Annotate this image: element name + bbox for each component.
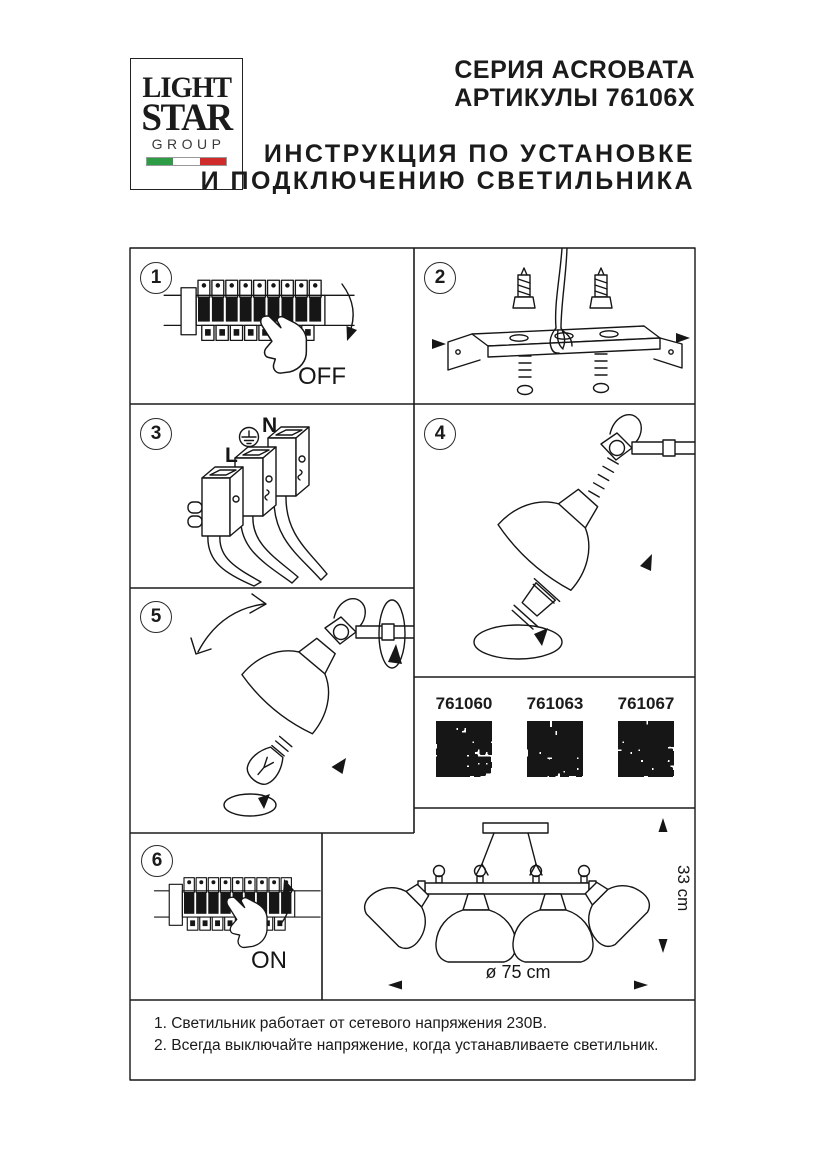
turn-off-arrowhead bbox=[346, 326, 357, 341]
document-title: СЕРИЯ ACROBATA АРТИКУЛЫ 76106X bbox=[454, 56, 695, 112]
hanger-loops bbox=[432, 864, 591, 884]
step-4-number: 4 bbox=[424, 418, 456, 450]
logo-text-light: LIGHT bbox=[142, 71, 232, 104]
step-6-illustration-power-on: ON bbox=[153, 877, 321, 974]
rotate-motion-ellipse bbox=[473, 624, 563, 660]
qr-code bbox=[618, 721, 674, 777]
qr-item: 761063 bbox=[522, 694, 588, 808]
neutral-wire-label: N bbox=[262, 414, 277, 437]
flag-white bbox=[173, 158, 200, 165]
article-number: 761060 bbox=[435, 694, 493, 713]
fixture-shade-tilted bbox=[363, 883, 430, 950]
terminal-wires bbox=[207, 494, 328, 587]
breaker-unit bbox=[163, 279, 355, 342]
step-5-number: 5 bbox=[140, 601, 172, 633]
article-number: 761067 bbox=[617, 694, 675, 713]
arm-rotate-ellipse bbox=[378, 599, 406, 669]
qr-code bbox=[527, 721, 583, 777]
step-2-illustration-bracket bbox=[432, 248, 690, 396]
step-6-number: 6 bbox=[141, 845, 173, 877]
note-line-1: 1. Светильник работает от сетевого напря… bbox=[154, 1015, 548, 1032]
height-label: 33 cm bbox=[674, 865, 693, 911]
ceiling-plate bbox=[475, 822, 549, 876]
tilt-adjust-arrow bbox=[197, 603, 265, 653]
instruction-line1: ИНСТРУКЦИЯ ПО УСТАНОВКЕ bbox=[263, 140, 695, 168]
logo-text-group: GROUP bbox=[151, 136, 226, 152]
earth-symbol-icon bbox=[238, 426, 260, 448]
step-2-number: 2 bbox=[424, 262, 456, 294]
wall-plug-right bbox=[589, 267, 613, 309]
screw-right bbox=[592, 353, 610, 394]
threaded-stem bbox=[588, 457, 619, 498]
flag-green bbox=[147, 158, 174, 165]
qr-code bbox=[436, 721, 492, 777]
step-4-illustration-shade-assembly bbox=[473, 414, 695, 660]
articles-title: АРТИКУЛЫ 76106X bbox=[454, 84, 695, 112]
step-1-illustration-power-off: OFF bbox=[163, 279, 357, 390]
wall-plug-left bbox=[512, 267, 536, 309]
fixture-arm bbox=[324, 598, 414, 645]
flag-red bbox=[199, 158, 226, 165]
italian-flag-bar bbox=[146, 157, 227, 166]
instruction-title: ИНСТРУКЦИЯ ПО УСТАНОВКЕ И ПОДКЛЮЧЕНИЮ СВ… bbox=[201, 141, 695, 195]
brand-logo: LIGHT STAR GROUP bbox=[130, 58, 243, 190]
height-dimension bbox=[658, 818, 668, 953]
socket-ring bbox=[521, 577, 561, 617]
line-wire-label: L bbox=[225, 444, 238, 467]
fixture-bar bbox=[417, 880, 597, 897]
step-3-number: 3 bbox=[140, 418, 172, 450]
terminal-block bbox=[187, 466, 244, 537]
safety-notes: 1. Светильник работает от сетевого напря… bbox=[130, 1000, 695, 1080]
off-label: OFF bbox=[298, 363, 346, 390]
note-line-2: 2. Всегда выключайте напряжение, когда у… bbox=[154, 1037, 659, 1054]
push-up-arrow bbox=[619, 570, 644, 626]
fixture-dimension-drawing: ø 75 cm 33 cm bbox=[363, 818, 693, 990]
qr-item: 761060 bbox=[431, 694, 497, 808]
bracket-hole bbox=[509, 334, 529, 342]
pointing-hand-icon bbox=[260, 315, 308, 374]
article-number: 761063 bbox=[526, 694, 584, 713]
screw-in-arrowhead bbox=[258, 794, 270, 809]
bracket-left-flange bbox=[447, 333, 481, 371]
candle-bulb bbox=[246, 735, 293, 785]
lamp-shade bbox=[241, 637, 336, 735]
fixture-shade bbox=[435, 893, 517, 963]
lamp-shade bbox=[497, 488, 599, 591]
fixture-shade-tilted bbox=[584, 881, 651, 948]
rotate-arrowhead bbox=[534, 628, 548, 646]
on-label: ON bbox=[251, 947, 287, 974]
screw-in-ellipse bbox=[223, 793, 277, 817]
instruction-line2: И ПОДКЛЮЧЕНИЮ СВЕТИЛЬНИКА bbox=[200, 167, 695, 195]
logo-text-star: STAR bbox=[141, 96, 233, 139]
qr-code-section: 761060 761063 761067 bbox=[415, 678, 695, 808]
series-title: СЕРИЯ ACROBATA bbox=[454, 56, 695, 84]
diameter-label: ø 75 cm bbox=[485, 962, 550, 982]
diameter-dimension bbox=[388, 980, 648, 990]
pointing-hand-icon bbox=[226, 896, 268, 949]
step-1-number: 1 bbox=[140, 262, 172, 294]
turn-on-arrowhead bbox=[283, 879, 294, 894]
mains-wire bbox=[554, 248, 563, 329]
screw-left bbox=[516, 355, 534, 396]
qr-item: 761067 bbox=[613, 694, 679, 808]
fixture-arm bbox=[600, 414, 695, 461]
fixture-shade bbox=[512, 893, 594, 963]
bracket-right-flange bbox=[653, 337, 683, 369]
step-5-illustration-bulb bbox=[190, 593, 414, 817]
stripped-wire-ends bbox=[549, 327, 573, 354]
step-3-illustration-wiring: N L bbox=[187, 414, 328, 587]
arm-rotate-arrowhead bbox=[388, 644, 402, 664]
